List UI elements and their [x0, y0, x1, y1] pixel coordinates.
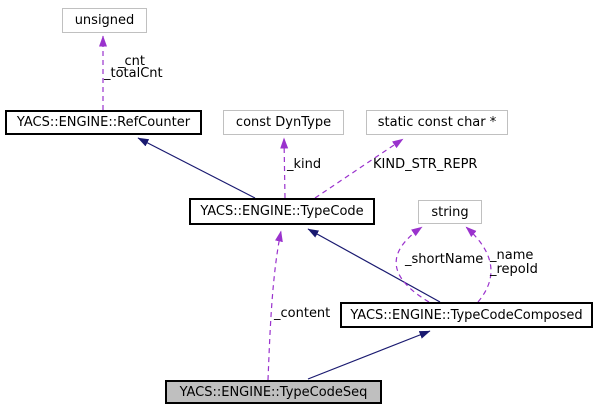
edge-label-kind: _kind — [287, 157, 322, 172]
edge-label-shortname: _shortName — [405, 252, 484, 267]
edge-label-content: _content — [274, 306, 331, 321]
edge-typecode-dyntype-usage — [280, 137, 289, 199]
edge-label-cnt: _cnt — [118, 54, 145, 69]
node-unsigned: unsigned — [62, 8, 147, 33]
edge-label-name: _name — [490, 248, 534, 263]
node-static-const-char: static const char * — [366, 110, 508, 135]
node-string: string — [418, 200, 482, 224]
node-yacs-engine-typecode[interactable]: YACS::ENGINE::TypeCode — [189, 198, 375, 225]
node-yacs-engine-typecodecomposed[interactable]: YACS::ENGINE::TypeCodeComposed — [340, 302, 593, 328]
node-yacs-engine-refcounter[interactable]: YACS::ENGINE::RefCounter — [5, 110, 202, 135]
edge-label-kind-str-repr: KIND_STR_REPR — [373, 157, 478, 172]
node-const-dyntype: const DynType — [223, 110, 344, 135]
node-yacs-engine-typecodeseq: YACS::ENGINE::TypeCodeSeq — [165, 380, 382, 404]
edge-typecodeseq-typecodecomposed-inheritance — [307, 330, 431, 380]
edge-typecode-refcounter-inheritance — [137, 137, 256, 199]
edge-label-totalcnt: _totalCnt — [104, 66, 163, 81]
edge-label-repoid: _repoId — [490, 262, 538, 277]
